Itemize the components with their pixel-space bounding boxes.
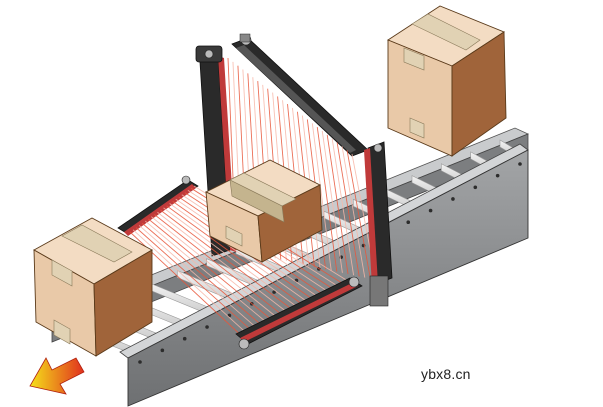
rail-hole	[160, 348, 165, 353]
rail-hole	[272, 290, 276, 294]
light-beam	[169, 203, 315, 307]
light-beam	[316, 127, 338, 272]
light-beam	[160, 209, 299, 315]
light-beam	[148, 218, 278, 325]
rail-hole	[495, 173, 500, 178]
box-back-right	[387, 5, 507, 157]
sensor-bar-left-bottom	[117, 175, 199, 236]
rail-hole	[205, 325, 209, 329]
light-beam	[138, 225, 263, 333]
box-front-left	[33, 217, 153, 357]
rail-hole	[406, 220, 411, 225]
light-beam	[141, 222, 268, 331]
light-beam	[154, 214, 289, 320]
sensor-column-front-right	[364, 141, 393, 307]
light-beam	[151, 216, 283, 323]
light-beam	[341, 146, 366, 278]
rail-hole	[451, 197, 455, 201]
rail-hole	[518, 162, 522, 166]
rail-hole	[428, 208, 433, 213]
light-beam	[135, 227, 257, 336]
light-beam	[331, 138, 355, 276]
watermark-text: ybx8.cn	[421, 366, 471, 382]
light-beam	[144, 220, 273, 328]
light-beam	[311, 123, 332, 271]
sensor-bar-front-bottom	[235, 276, 363, 350]
light-beam	[326, 134, 349, 275]
light-beam	[132, 229, 252, 338]
rail-hole	[473, 185, 478, 190]
arrow-icon	[29, 357, 85, 395]
sensor-crossbar-top	[231, 33, 369, 157]
light-beam	[166, 205, 310, 310]
rail-hole	[138, 360, 142, 364]
light-beam	[163, 207, 304, 313]
box-middle	[204, 159, 323, 263]
light-beam	[157, 211, 294, 318]
rail-hole	[182, 336, 187, 341]
light-beam	[321, 130, 343, 273]
light-beam	[346, 150, 371, 279]
light-beam	[336, 142, 360, 277]
